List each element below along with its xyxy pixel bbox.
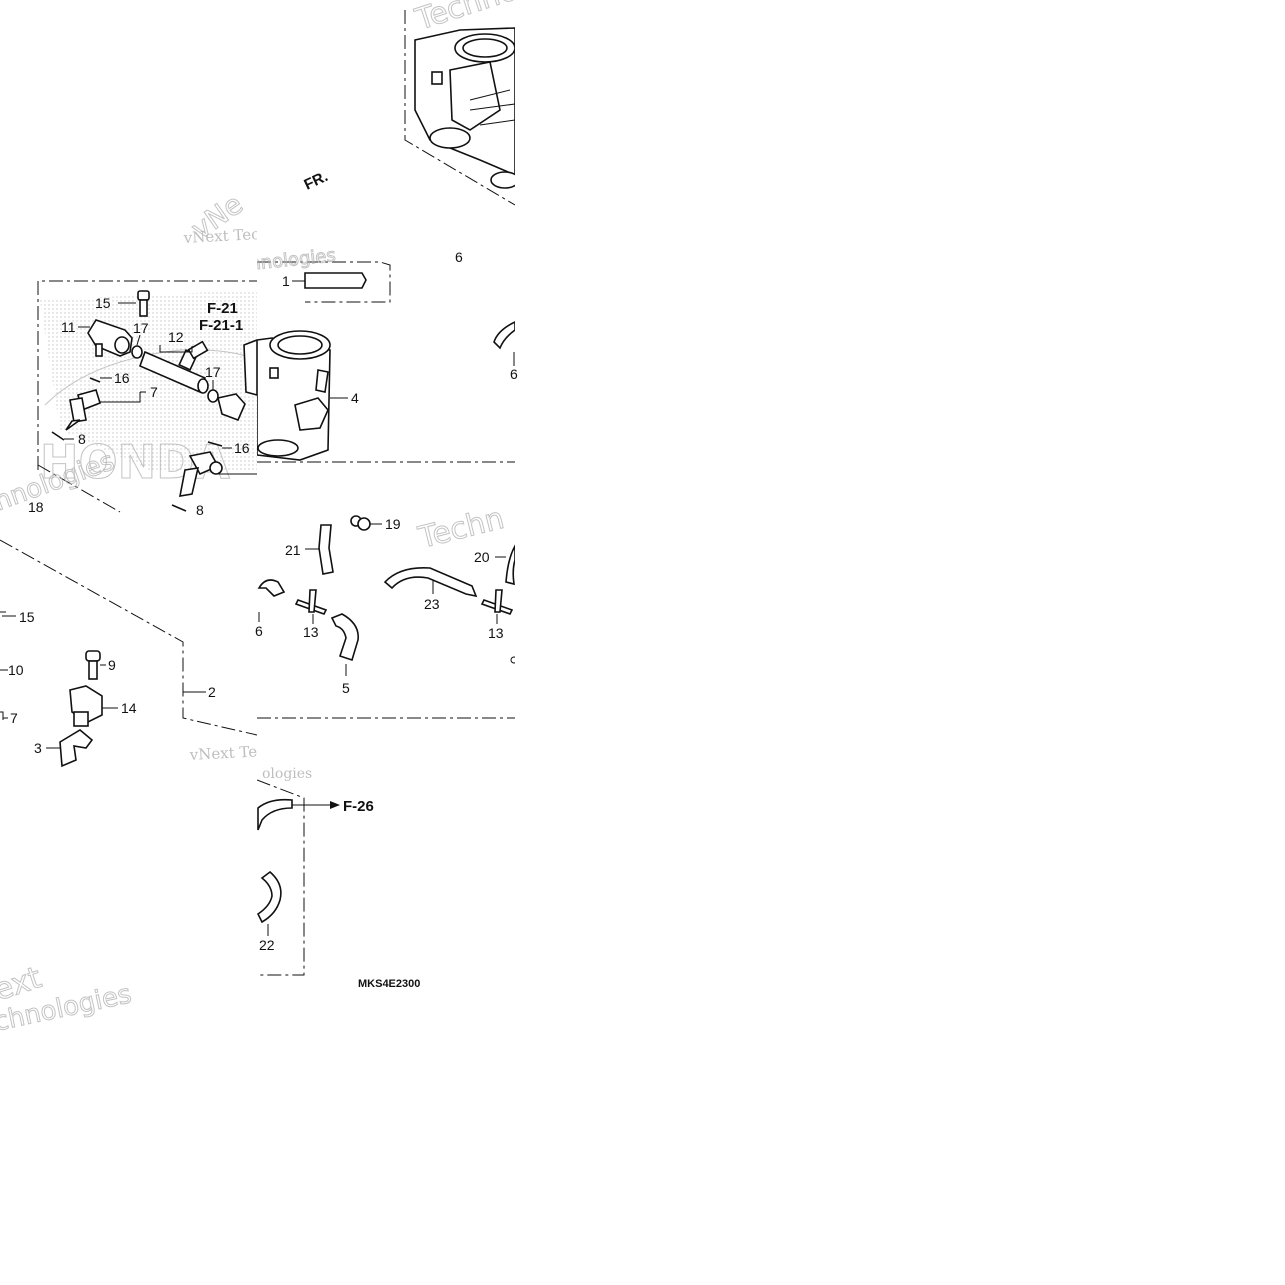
connector-right-icon — [217, 393, 246, 422]
callout-12: 12 — [168, 329, 184, 345]
callout-11: 11 — [61, 319, 76, 335]
arrow-right-icon — [330, 801, 340, 809]
t-joint-13-icon — [294, 589, 328, 615]
callout-1: 1 — [282, 273, 290, 289]
plate-1-icon — [304, 272, 367, 289]
callout-4: 4 — [351, 390, 359, 406]
callout-5: 5 — [342, 680, 350, 696]
callout-6: 6 — [510, 366, 518, 382]
callout-6: 6 — [455, 249, 463, 265]
callout-14: 14 — [121, 700, 137, 716]
callout-13: 13 — [303, 624, 319, 640]
callout-8: 8 — [78, 431, 86, 447]
callout-17: 17 — [133, 320, 149, 336]
bracket-3-icon — [59, 729, 94, 768]
callout-23: 23 — [424, 596, 440, 612]
injector-7b-icon — [178, 451, 223, 497]
injector-7-icon — [65, 389, 101, 431]
o-ring-16-icon — [89, 377, 101, 383]
callout-13: 13 — [488, 625, 504, 641]
callout-20: 20 — [474, 549, 490, 565]
watermark-text: ologies — [262, 766, 312, 782]
callout-10: 10 — [8, 662, 24, 678]
sensor-14-icon — [69, 685, 103, 727]
o-ring-8-icon — [51, 431, 65, 441]
callout-6: 6 — [255, 623, 263, 639]
callout-15: 15 — [95, 295, 111, 311]
callout-21: 21 — [285, 542, 301, 558]
injector-group-frame — [37, 280, 257, 470]
o-ring-8b-icon — [171, 504, 187, 512]
hose-22-icon — [257, 870, 282, 924]
callout-7: 7 — [150, 384, 158, 400]
bolt-15-icon — [137, 290, 150, 317]
callout-2: 2 — [208, 684, 216, 700]
part-1-frame — [257, 261, 391, 303]
hose-6-icon — [493, 321, 515, 350]
callout-8: 8 — [196, 502, 204, 518]
callout-19: 19 — [385, 516, 401, 532]
watermark-text: vNext Te — [188, 742, 257, 764]
o-ring-16b-icon — [207, 441, 223, 447]
bolt-9-icon — [85, 650, 101, 680]
t-joint-13b-icon — [480, 589, 514, 615]
watermark-outline: Techn — [414, 501, 507, 556]
throttle-body-4-icon — [257, 330, 331, 461]
lower-left-frame — [0, 539, 257, 736]
watermark-outline: hnologies — [248, 245, 336, 275]
hose-5-icon — [330, 613, 359, 662]
callout-9: 9 — [108, 657, 116, 673]
callout-22: 22 — [259, 937, 275, 953]
callout-3: 3 — [34, 740, 42, 756]
seal-17-icon — [131, 345, 143, 359]
hose-f26-icon — [257, 798, 293, 831]
reference-f21-1: F-21-1 — [199, 317, 243, 334]
diagram-code: MKS4E2300 — [358, 978, 420, 990]
callout-labels: FR. 1 2 3 4 5 6 6 6 7 7 8 8 9 10 11 12 1… — [8, 168, 518, 990]
hose-20-icon — [505, 544, 515, 586]
bolt-19-icon — [350, 515, 371, 531]
callout-15: 15 — [19, 609, 35, 625]
throttle-assembly-icon — [414, 27, 515, 189]
hose-23-icon — [383, 566, 478, 598]
watermark-text: vNext Tec — [182, 225, 260, 247]
connector-11-icon — [87, 319, 133, 357]
right-panel: Techno hnologies Techn ologies — [248, 0, 515, 976]
injector-group-frame-bottom — [37, 464, 121, 513]
hose-21-icon — [318, 524, 334, 575]
assembly-frame — [404, 10, 515, 206]
reference-f26: F-26 — [343, 798, 374, 815]
lower-frame — [257, 779, 305, 976]
seal-17b-icon — [207, 389, 219, 403]
throttle-body-stub-icon — [243, 339, 257, 396]
hose-6b-icon — [257, 579, 286, 597]
callout-7: 7 — [10, 710, 18, 726]
front-direction-label: FR. — [302, 168, 331, 194]
callout-16: 16 — [234, 440, 250, 456]
callout-18: 18 — [28, 499, 44, 515]
fuel-rail-12-icon — [138, 340, 209, 394]
callout-17: 17 — [205, 364, 221, 380]
callout-16: 16 — [114, 370, 130, 386]
reference-f21: F-21 — [207, 300, 238, 317]
